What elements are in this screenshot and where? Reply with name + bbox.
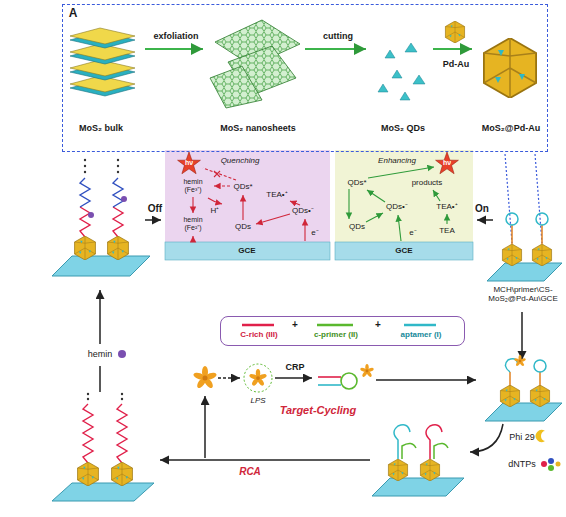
node-text: GCE — [395, 246, 412, 255]
light-star — [436, 152, 459, 174]
legend-text: C-rich (III) — [240, 330, 277, 339]
node-text: QDs•⁻ — [386, 202, 408, 211]
node-text: hν — [443, 159, 451, 167]
pd-au-particle — [445, 21, 464, 43]
figure-label: + — [375, 319, 381, 331]
panel-grounds — [165, 150, 473, 260]
figure-label: Off — [148, 203, 162, 215]
figure-label: On — [475, 203, 489, 215]
node-text: cutting — [323, 31, 353, 41]
dotted-leaders — [505, 154, 542, 243]
quenching-panel: hν Quenching hemin (Fe³⁺) QDs* H⁺ TEA•⁺ QDs•⁻ Q… — [165, 150, 330, 260]
node-text: MoS₂ bulk — [79, 123, 123, 133]
electrode-on — [487, 213, 562, 281]
lps-icon — [249, 369, 268, 387]
mos2-qds — [378, 43, 425, 100]
node-text: MoS₂ nanosheets — [220, 123, 296, 133]
node-text: exfoliation — [153, 31, 198, 41]
node-text: QDs — [349, 222, 365, 231]
legend-lines — [242, 324, 436, 327]
node-text: H⁺ — [211, 206, 220, 215]
lps-circle — [244, 364, 272, 392]
electrode-off — [52, 159, 150, 276]
figure-label: Phi 29 — [509, 432, 535, 442]
node-text: e⁻ — [409, 228, 416, 237]
crp-hairpin — [318, 373, 357, 389]
electrode-rca — [372, 425, 464, 496]
figure-label: MCH\primer\CS- MoS₂@Pd-Au\GCE — [484, 285, 562, 303]
node-text: GCE — [238, 246, 255, 255]
mos2-pd-au-particle — [484, 38, 536, 98]
figure-label: hemin — [88, 349, 113, 359]
panel-a-box: Aexfoliation cuttingPd-AuMoS₂ bulk MoS₂ na… — [62, 4, 548, 152]
figure-label: + — [292, 319, 298, 331]
hemin-dot — [118, 350, 126, 358]
lps-icon — [193, 366, 218, 389]
figure-label: LPS — [250, 396, 265, 405]
figure-label: CRP — [285, 362, 304, 372]
electrode-target — [485, 355, 562, 421]
node-text: e⁻ — [311, 228, 318, 237]
node-text: QDs — [235, 222, 251, 231]
legend-box: C-rich (III) c-primer (II) aptamer (I) — [220, 316, 465, 346]
node-text: products — [412, 178, 443, 187]
process-arrows — [145, 48, 472, 50]
lps-icon — [360, 364, 374, 378]
node-text: hemin (Fe³⁺) — [175, 178, 211, 194]
legend-text: aptamer (I) — [401, 330, 442, 339]
node-text: TEA•⁺ — [266, 190, 287, 199]
mos2-nanosheets — [210, 20, 300, 108]
state-arrows — [100, 220, 522, 460]
node-text: hemin (Fe²⁺) — [175, 216, 211, 232]
quenching-cycle — [193, 168, 305, 241]
node-text: Quenching — [221, 156, 260, 165]
legend-text: c-primer (II) — [314, 330, 358, 339]
node-text: MoS₂@Pd-Au — [482, 123, 540, 133]
node-text: MoS₂ QDs — [381, 123, 425, 133]
node-text: hν — [185, 159, 193, 167]
node-text: QDs* — [233, 182, 252, 191]
node-text: TEA — [439, 226, 455, 235]
node-text: TEA•⁺ — [436, 202, 457, 211]
figure-label: dNTPs — [508, 459, 536, 469]
node-text: Pd-Au — [443, 59, 470, 69]
figure-label: Target-Cycling — [280, 404, 357, 417]
node-text: QDs•⁻ — [292, 206, 314, 215]
enhancing-panel: Enhancing hνQDs* productsQDs•⁻ TEA•⁺ QDs TEA e… — [335, 150, 473, 260]
figure-label: RCA — [239, 466, 261, 478]
node-text: Enhancing — [378, 156, 416, 165]
light-star — [178, 152, 201, 174]
phi29-dntps-icons — [536, 430, 561, 471]
node-text: A — [69, 7, 78, 21]
electrode-rca-product — [52, 393, 154, 501]
node-text: QDs* — [347, 178, 366, 187]
mos2-bulk — [70, 28, 135, 96]
